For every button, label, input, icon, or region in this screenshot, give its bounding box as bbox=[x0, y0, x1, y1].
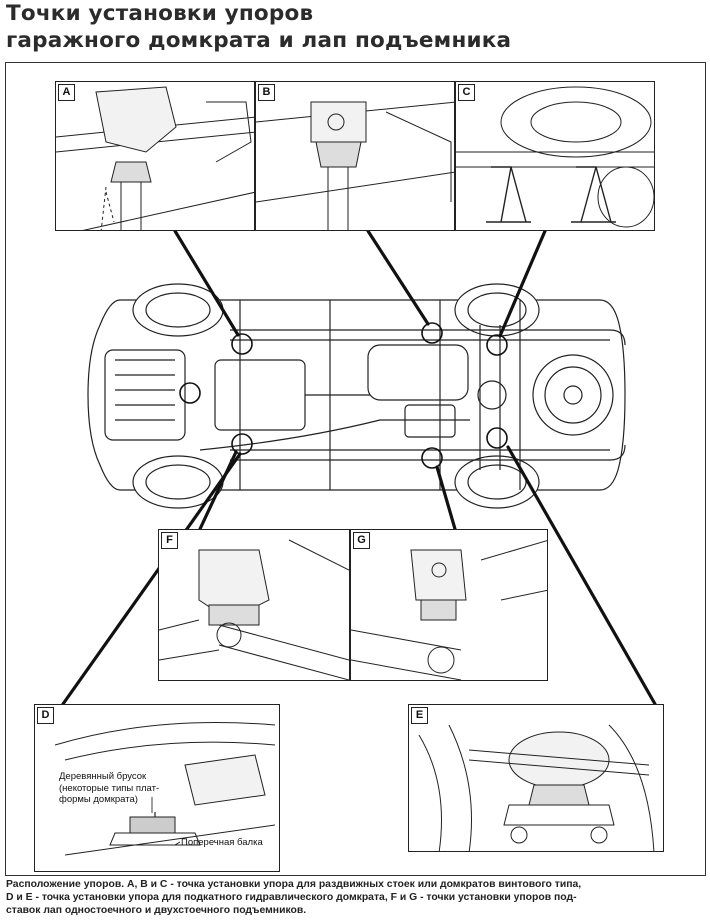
title-line-1: Точки установки упоров bbox=[6, 1, 314, 26]
jack-point-marker-e bbox=[486, 427, 508, 449]
leader-line-b bbox=[366, 229, 430, 326]
engine bbox=[104, 349, 186, 441]
jack-point-marker-b bbox=[421, 322, 443, 344]
panel-f-illustration bbox=[159, 539, 349, 680]
leader-line-f bbox=[198, 450, 238, 531]
caption-line-2: D и E - точка установки упора для подкат… bbox=[6, 892, 577, 903]
panel-f-label: F bbox=[161, 532, 178, 549]
jack-point-marker-f bbox=[179, 382, 201, 404]
jack-point-marker-a bbox=[231, 333, 253, 355]
panel-g: G bbox=[350, 529, 548, 681]
panel-d: D Деревянный брусок (некоторые типы плат… bbox=[34, 704, 280, 872]
caption-line-1: Расположение упоров. A, B и C - точка ус… bbox=[6, 879, 582, 890]
leader-line-a bbox=[173, 229, 240, 337]
caption-line-3: ставок лап одностоечного и двухстоечного… bbox=[6, 905, 307, 916]
leader-line-d bbox=[61, 452, 242, 706]
fuel-tank bbox=[367, 344, 469, 401]
wooden-block bbox=[129, 816, 176, 834]
panel-a: A bbox=[55, 81, 255, 231]
panel-c-illustration bbox=[456, 86, 654, 228]
panel-b-illustration bbox=[256, 101, 454, 230]
panel-d-illustration bbox=[54, 722, 276, 856]
panel-b-label: B bbox=[258, 84, 275, 101]
panel-e-illustration bbox=[418, 724, 655, 851]
leader-line-g bbox=[435, 465, 457, 531]
crossbeam-annotation: Поперечная балка bbox=[181, 837, 263, 848]
wood-block-annotation: Деревянный брусок (некоторые типы плат- … bbox=[59, 771, 159, 806]
jack-point-marker-g bbox=[421, 447, 443, 469]
panel-a-illustration bbox=[56, 86, 254, 230]
panel-f: F bbox=[158, 529, 350, 681]
panel-c: C bbox=[455, 81, 655, 231]
wood-block-annotation-line-1: Деревянный брусок bbox=[59, 771, 147, 782]
panel-e: E bbox=[408, 704, 664, 852]
figure-caption: Расположение упоров. A, B и C - точка ус… bbox=[6, 878, 706, 917]
leader-line-e bbox=[506, 445, 657, 706]
panel-e-label: E bbox=[411, 707, 428, 724]
panel-c-label: C bbox=[458, 84, 475, 101]
diagram-frame bbox=[5, 62, 706, 876]
wheel-rear-right bbox=[454, 455, 540, 509]
vehicle-body-outline bbox=[87, 299, 626, 491]
leader-line-c bbox=[498, 229, 547, 338]
panel-g-illustration bbox=[351, 540, 547, 680]
wood-block-annotation-line-2: (некоторые типы плат- bbox=[59, 782, 160, 794]
panel-a-label: A bbox=[58, 84, 75, 101]
title-line-2: гаражного домкрата и лап подъемника bbox=[6, 28, 512, 53]
jack-point-marker-d bbox=[231, 433, 253, 455]
wood-block-annotation-line-3: формы домкрата) bbox=[59, 794, 138, 805]
panel-d-label: D bbox=[37, 707, 54, 724]
transmission bbox=[214, 359, 306, 431]
panel-b: B bbox=[255, 81, 455, 231]
jack-point-marker-c bbox=[486, 334, 508, 356]
page-title: Точки установки упоров гаражного домкрат… bbox=[6, 0, 706, 54]
spare-wheel bbox=[532, 354, 614, 436]
panel-g-label: G bbox=[353, 532, 370, 549]
